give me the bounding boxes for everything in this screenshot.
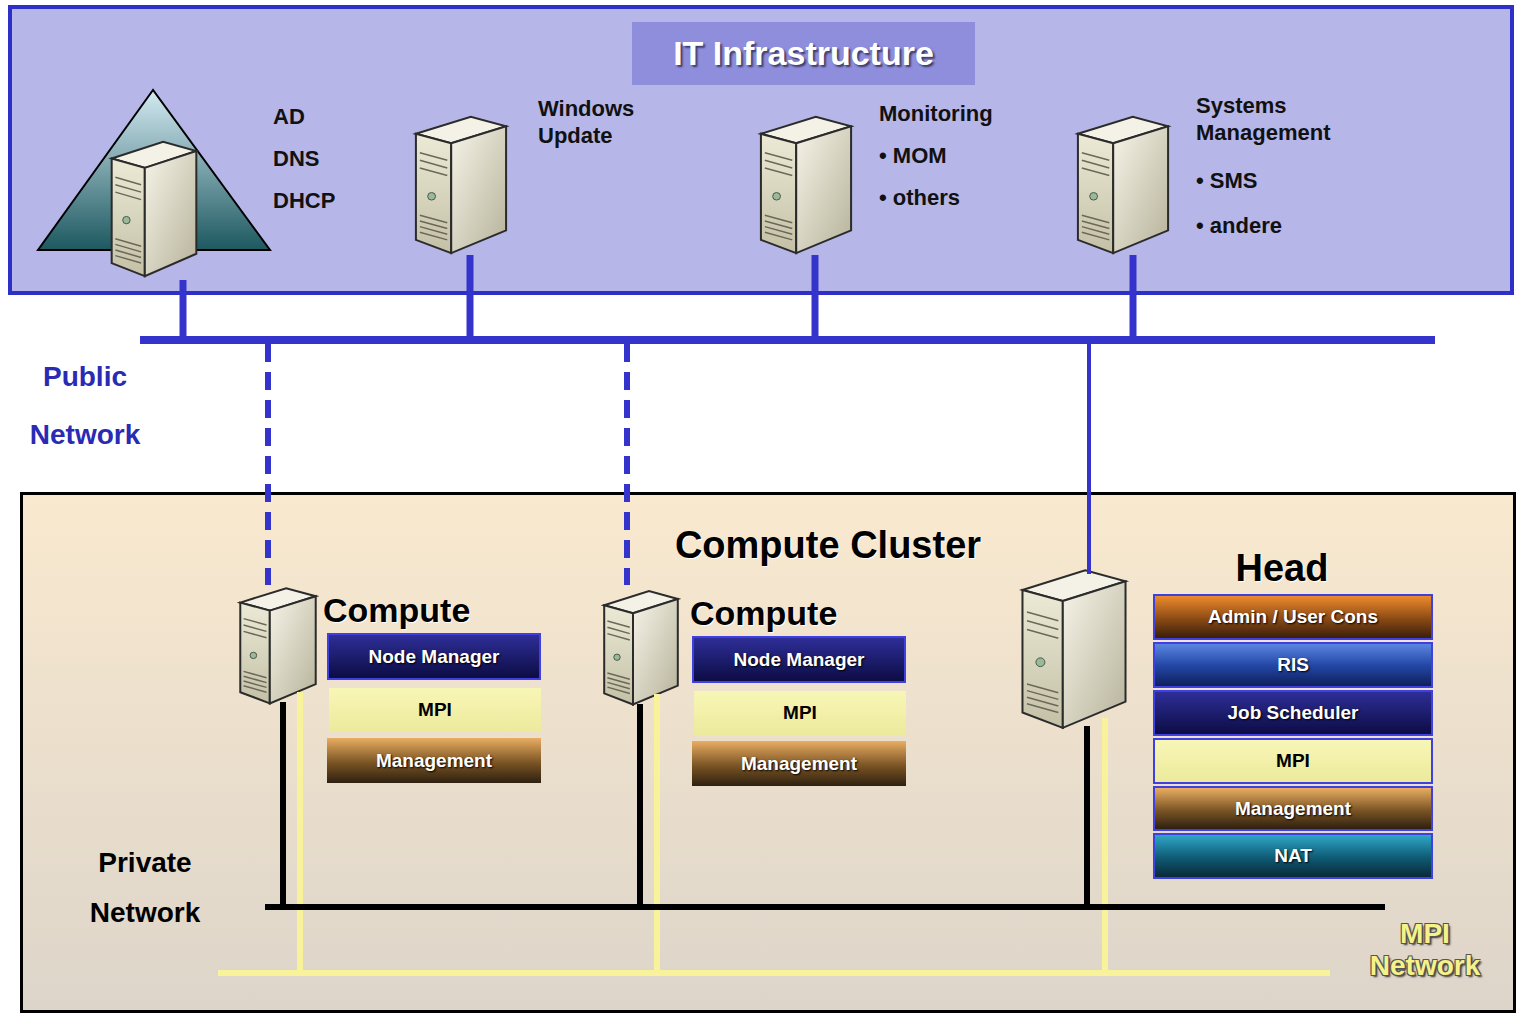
node-label: Compute Cluster [618,522,1038,568]
server-icon [761,117,851,253]
network-link [265,344,271,585]
node-label: IT Infrastructure [632,22,975,85]
mpi-lead [654,694,660,789]
node-label: DHCP [273,187,335,214]
node-label: • SMS [1196,167,1258,194]
network-bus: Public Network [140,336,1435,344]
server-icon [1078,117,1168,253]
node-label: Compute [690,593,837,633]
node-label: • andere [1196,212,1282,239]
node-label: • others [879,184,960,211]
node-label: Systems Management [1196,92,1366,146]
node-label: Public Network [15,348,155,464]
infrastructure-panel [10,7,1512,293]
node-label: AD [273,103,305,130]
private-lead [1084,726,1090,883]
network-link [297,785,303,970]
layer-box: Management [1153,786,1433,831]
network-link [654,787,660,970]
network-bus: MPI Network [218,970,1330,976]
node-label: Windows Update [538,95,688,149]
public-lead [1087,546,1091,574]
layer-box: NAT [1153,833,1433,879]
private-lead [637,704,643,789]
node-label: Head [1148,546,1416,590]
server-icon [112,142,197,276]
node-label: Node Manager [369,646,500,668]
layer-box: Job Scheduler [1153,690,1433,736]
node-label: • MOM [879,142,947,169]
mpi-lead [1102,718,1108,883]
network-link [467,255,474,336]
layer-box: Management [327,738,541,783]
server-node: Windows Update [410,95,700,255]
layer-box: Node Manager [692,636,906,683]
node-label: Admin / User Cons [1208,606,1378,628]
node-label: Job Scheduler [1228,702,1359,724]
layer-box: MPI [694,691,906,735]
node-label: MPI [783,702,817,724]
network-bus: Private Network [265,904,1385,910]
network-link [812,255,819,336]
mpi-lead [297,692,303,787]
server-node: AD DNS DHCP [38,90,350,280]
node-label: Monitoring [879,100,993,127]
layer-box: MPI [329,688,541,732]
layer-box: Admin / User Cons [1153,594,1433,640]
node-label: MPI Network [1355,918,1495,982]
cluster-region: Compute ClusterComputeNode ManagerMPI Man… [20,492,1516,1013]
server-icon [240,588,315,703]
network-link [1084,881,1090,904]
node-label: DNS [273,145,319,172]
node-label: Management [376,750,492,772]
node-label: Private Network [75,838,215,938]
network-link [1102,881,1108,970]
node-label: MPI [418,699,452,721]
server-icon [1022,570,1125,727]
head-node: HeadAdmin / User ConsRIS Job SchedulerMPI… [1018,548,1436,881]
node-label: Node Manager [734,649,865,671]
node-label: Management [741,753,857,775]
node-label: Management [1235,798,1351,820]
node-label: MPI [1276,750,1310,772]
compute-node: ComputeNode ManagerMPI Management [600,585,908,787]
server-node: Systems Management • SMS • andere [1072,92,1372,255]
compute-node: ComputeNode ManagerMPI Management [237,585,545,785]
infrastructure-region: IT InfrastructureAD DNS DHCP Windows Update… [8,5,1514,295]
server-node: Monitoring • MOM • others [755,98,1045,255]
layer-box: Node Manager [327,633,541,680]
cluster-panel [22,494,1515,1012]
layer-box: Management [692,741,906,786]
network-link [637,787,643,904]
network-link [624,344,630,585]
node-label: Compute [323,590,470,630]
server-icon [416,117,506,253]
private-lead [280,702,286,787]
network-link [280,785,286,904]
server-icon [604,591,678,704]
layer-box: RIS [1153,642,1433,688]
network-link [1087,344,1091,548]
node-label: NAT [1274,845,1312,867]
layer-box: MPI [1153,738,1433,784]
network-link [180,280,187,336]
network-link [1130,255,1137,336]
node-label: RIS [1277,654,1309,676]
